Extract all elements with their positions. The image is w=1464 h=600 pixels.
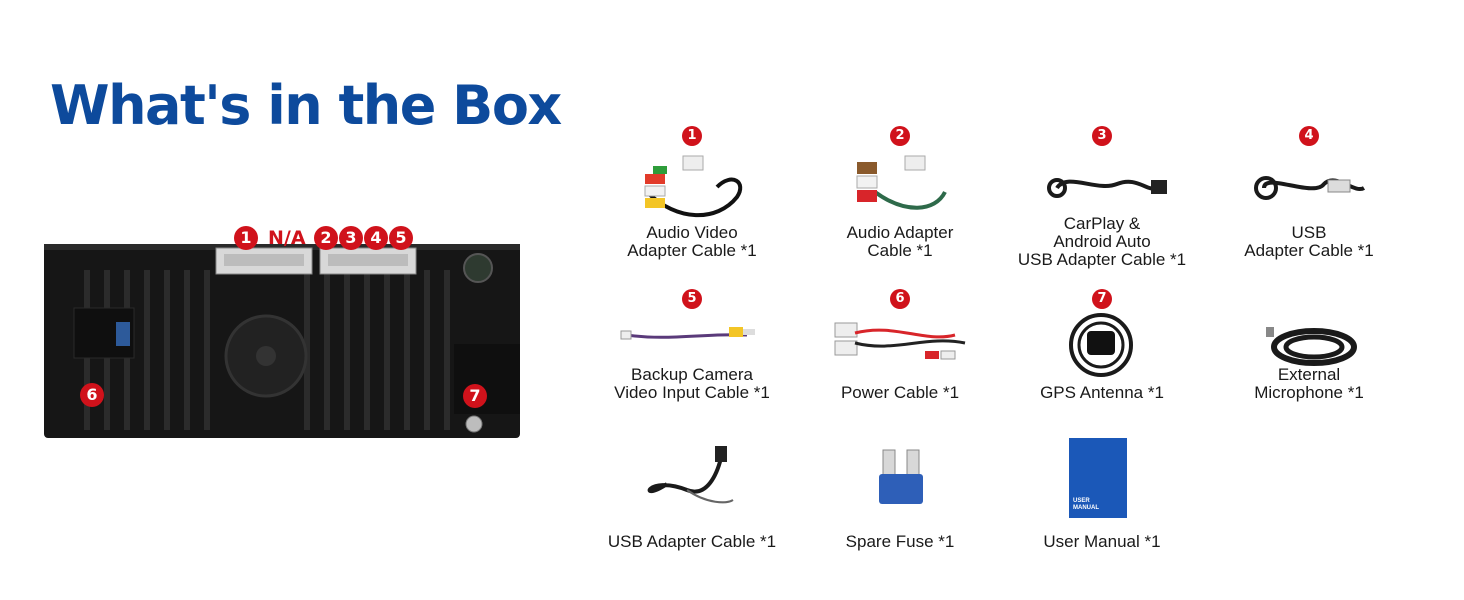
usb-cable-icon — [997, 152, 1207, 222]
manual-cover-title: USER MANUAL — [1073, 498, 1099, 511]
item-spare-fuse: Spare Fuse *1 — [795, 440, 1005, 560]
item-label: External Microphone *1 — [1254, 365, 1364, 402]
item-external-microphone: External Microphone *1 — [1204, 289, 1414, 429]
power-cable-icon — [795, 313, 1005, 383]
item-label: USB Adapter Cable *1 — [1244, 223, 1374, 260]
item-av-cable: 1 Audio Video Adapter Cable *1 — [587, 126, 797, 276]
item-gps-antenna: 7 GPS Antenna *1 — [997, 289, 1207, 429]
microphone-icon — [1204, 313, 1414, 383]
item-carplay-usb-cable: 3 CarPlay & Android Auto USB Adapter Cab… — [997, 126, 1207, 276]
item-label: CarPlay & Android Auto USB Adapter Cable… — [1017, 214, 1187, 269]
audio-cable-icon — [795, 152, 1005, 222]
fuse-icon — [795, 446, 1005, 516]
item-label: Power Cable *1 — [840, 383, 960, 402]
item-usb-adapter-cable: 4 USB Adapter Cable *1 — [1204, 126, 1414, 276]
item-usb-cable: USB Adapter Cable *1 — [587, 440, 797, 560]
item-number-badge: 5 — [682, 289, 702, 309]
av-cable-icon — [587, 152, 797, 222]
gps-antenna-icon — [997, 311, 1207, 381]
usb-cable-icon — [1204, 152, 1414, 222]
item-number-badge: 7 — [1092, 289, 1112, 309]
page-title: What's in the Box — [50, 74, 562, 137]
item-label: Audio Video Adapter Cable *1 — [627, 223, 757, 260]
item-label: Backup Camera Video Input Cable *1 — [614, 365, 770, 402]
item-label: GPS Antenna *1 — [1040, 383, 1164, 402]
usb-cable-icon — [587, 444, 797, 514]
port-badge-7: 7 — [463, 384, 487, 408]
item-user-manual: USER MANUAL User Manual *1 — [997, 438, 1207, 560]
item-label: Spare Fuse *1 — [845, 532, 955, 551]
item-backup-camera-cable: 5 Backup Camera Video Input Cable *1 — [587, 289, 797, 429]
port-badge-3: 3 — [339, 226, 363, 250]
port-badge-5: 5 — [389, 226, 413, 250]
manual-icon: USER MANUAL — [997, 438, 1207, 522]
port-badge-4: 4 — [364, 226, 388, 250]
item-number-badge: 6 — [890, 289, 910, 309]
item-power-cable: 6 Power Cable *1 — [795, 289, 1005, 429]
port-label-na: N/A — [268, 227, 306, 249]
item-number-badge: 2 — [890, 126, 910, 146]
item-number-badge: 4 — [1299, 126, 1319, 146]
item-label: USB Adapter Cable *1 — [607, 532, 777, 551]
item-label: Audio Adapter Cable *1 — [846, 223, 954, 260]
port-badge-6: 6 — [80, 383, 104, 407]
item-number-badge: 3 — [1092, 126, 1112, 146]
camera-cable-icon — [587, 313, 797, 383]
head-unit-rear-image: 1 N/A 2 3 4 5 6 7 — [44, 226, 522, 440]
item-audio-cable: 2 Audio Adapter Cable *1 — [795, 126, 1005, 276]
item-number-badge: 1 — [682, 126, 702, 146]
port-badge-1: 1 — [234, 226, 258, 250]
item-label: User Manual *1 — [1043, 532, 1161, 551]
port-badge-2: 2 — [314, 226, 338, 250]
